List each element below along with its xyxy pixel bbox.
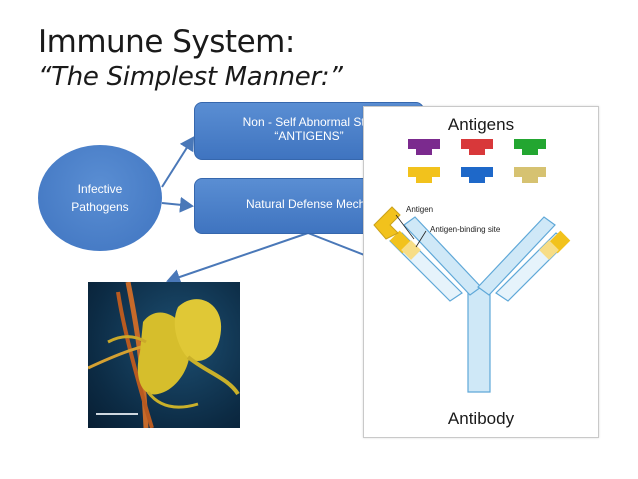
antigen-shape: [514, 139, 546, 155]
infective-pathogens-node: Infective Pathogens: [38, 145, 162, 251]
antigen-shape: [514, 167, 546, 183]
antigen-shape: [461, 167, 493, 183]
box2-label: Natural Defense Mecha: [246, 197, 372, 211]
oval-line-2: Pathogens: [38, 198, 162, 216]
antibody-heading: Antibody: [364, 409, 598, 429]
antibody-figure: Antigens Antigen Antigen-binding site An…: [363, 106, 599, 438]
antigen-shape: [408, 139, 440, 155]
arrow-to-antigens: [162, 138, 193, 187]
antigen-binding-site-label: Antigen-binding site: [430, 225, 500, 234]
micrograph-image: [88, 282, 240, 428]
oval-line-1: Infective: [38, 180, 162, 198]
arrow-to-photo: [168, 233, 308, 281]
antigen-shape: [408, 167, 440, 183]
antigen-label: Antigen: [406, 205, 433, 214]
antibody-diagram: [364, 107, 598, 437]
antigen-shape: [461, 139, 493, 155]
arrow-to-defense: [162, 203, 192, 206]
macrophage-micrograph: [88, 282, 240, 428]
